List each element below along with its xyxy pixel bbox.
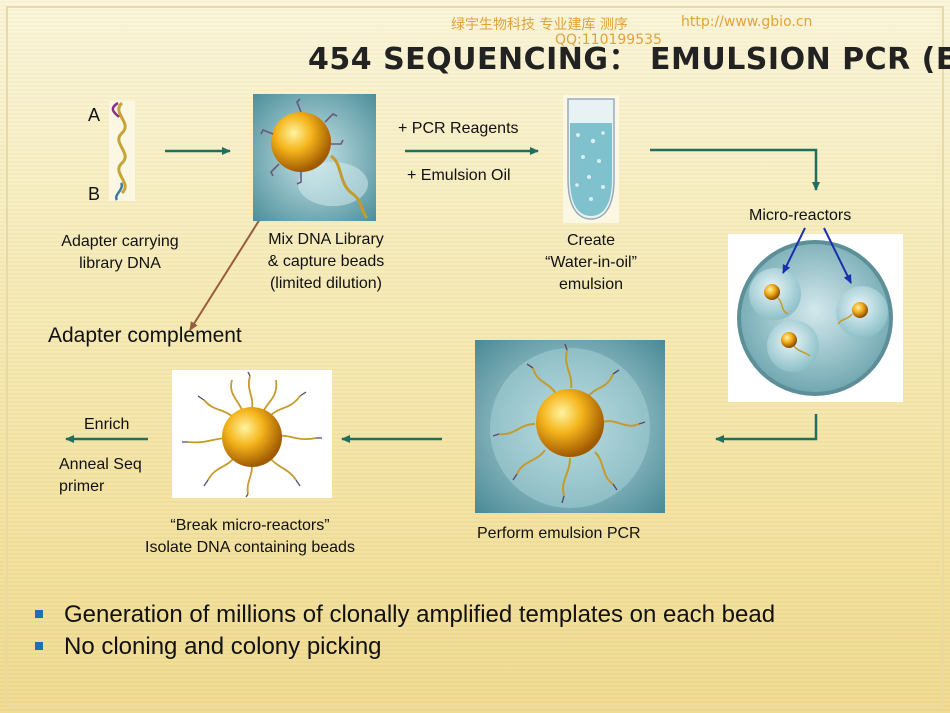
strand-label-a: A — [88, 105, 101, 125]
mix-caption-line2: & capture beads — [267, 253, 385, 270]
arrow-reactors-to-pcr — [715, 414, 818, 443]
adapter-caption-line2: library DNA — [79, 255, 161, 272]
bullet-item: No cloning and colony picking — [32, 631, 775, 663]
anneal-caption-line2: primer — [59, 478, 105, 495]
emulsion-pcr-image — [475, 340, 665, 513]
watermark-company: 绿宇生物科技 专业建库 测序 — [451, 17, 628, 33]
create-caption-line2: “Water-in-oil” — [545, 254, 637, 271]
bullet-item: Generation of millions of clonally ampli… — [32, 599, 775, 631]
watermark-url: http://www.gbio.cn — [681, 14, 813, 30]
arrow-complement-pointer — [189, 199, 273, 331]
bullet-square-icon — [35, 610, 43, 618]
enrich-label: Enrich — [84, 416, 130, 433]
create-caption-line3: emulsion — [558, 276, 624, 293]
capture-bead-image — [253, 94, 376, 221]
break-caption-line1: “Break micro-reactors” — [170, 517, 330, 534]
emulsion-tube-image — [563, 95, 619, 223]
bullet-list: Generation of millions of clonally ampli… — [32, 599, 775, 663]
emulsion-oil-label: + Emulsion Oil — [407, 167, 511, 184]
strand-label-b: B — [88, 184, 101, 204]
mix-caption: Mix DNA Library & capture beads (limited… — [246, 229, 406, 295]
anneal-caption: Anneal Seq primer — [59, 454, 142, 498]
arrow-tube-to-reactors — [650, 148, 820, 191]
anneal-caption-line1: Anneal Seq — [59, 456, 142, 473]
bullet-text: No cloning and colony picking — [64, 633, 382, 660]
adapter-caption-line1: Adapter carrying — [61, 233, 179, 250]
break-caption: “Break micro-reactors” Isolate DNA conta… — [120, 515, 380, 559]
slide-title: 454 SEQUENCING： EMULSION PCR (EMPCR) — [308, 42, 950, 77]
break-caption-line2: Isolate DNA containing beads — [145, 539, 355, 556]
bullet-text: Generation of millions of clonally ampli… — [64, 601, 776, 628]
dna-strand-image — [109, 101, 135, 201]
mix-caption-line1: Mix DNA Library — [268, 231, 384, 248]
adapter-complement-label: Adapter complement — [48, 324, 242, 347]
micro-reactors-label: Micro-reactors — [749, 207, 852, 224]
isolated-bead-image — [172, 370, 332, 498]
create-caption: Create “Water-in-oil” emulsion — [521, 230, 661, 296]
pcr-reagents-label: + PCR Reagents — [398, 120, 519, 137]
perform-pcr-caption: Perform emulsion PCR — [477, 525, 641, 542]
mix-caption-line3: (limited dilution) — [269, 275, 383, 292]
create-caption-line1: Create — [566, 232, 616, 249]
adapter-caption: Adapter carrying library DNA — [40, 231, 200, 275]
watermark-qq: QQ:110199535 — [555, 32, 662, 48]
bullet-square-icon — [35, 642, 43, 650]
micro-reactors-image — [728, 234, 903, 402]
